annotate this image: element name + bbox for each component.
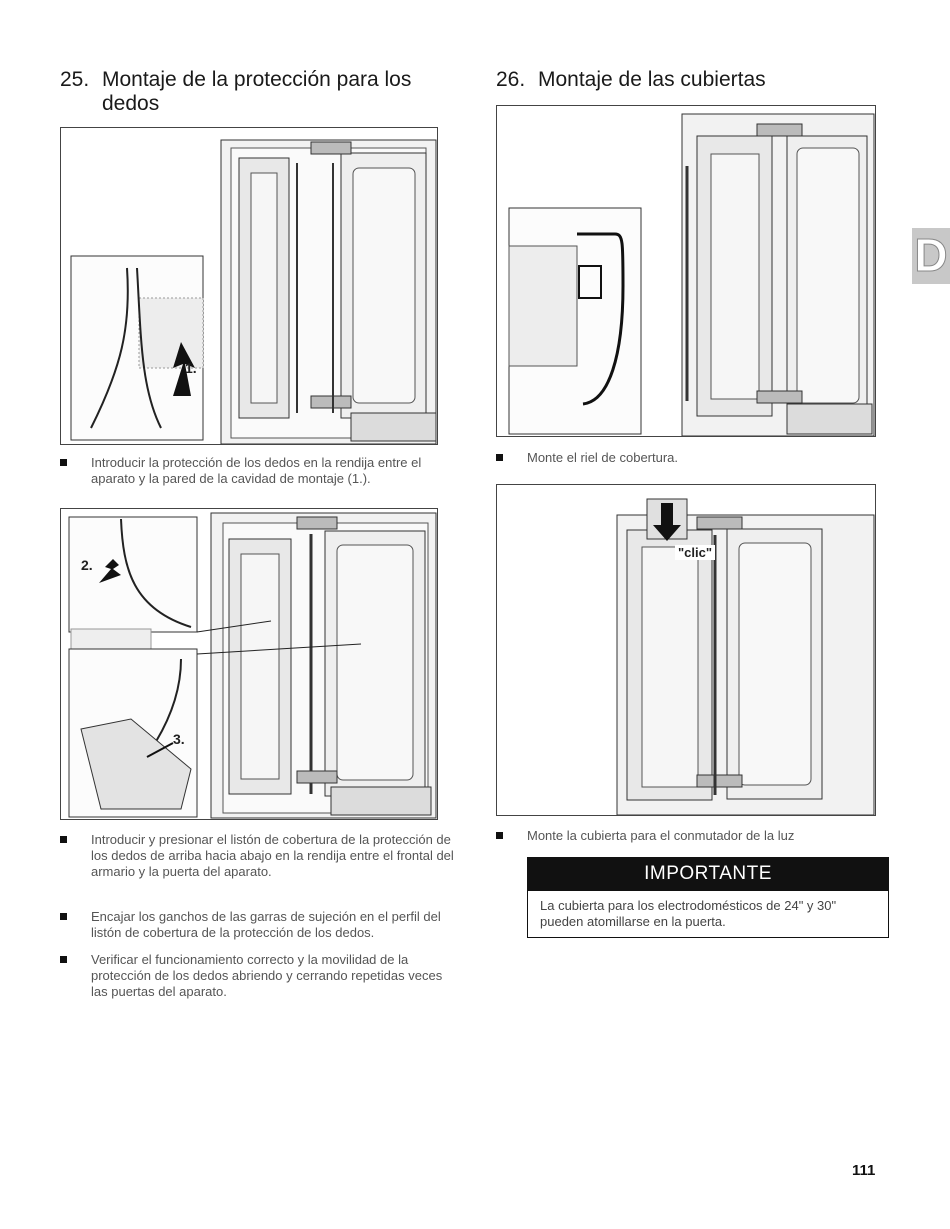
caption-cover-rail: Monte el riel de cobertura. bbox=[496, 450, 896, 466]
arrow-down-icon bbox=[653, 503, 681, 541]
section-26-number: 26. bbox=[496, 68, 526, 91]
section-25-title-line2: dedos bbox=[102, 92, 160, 115]
important-notice: IMPORTANTE La cubierta para los electrod… bbox=[527, 857, 889, 938]
section-26-title-text: Montaje de las cubiertas bbox=[538, 68, 766, 91]
bullet-square-icon bbox=[60, 459, 67, 466]
arrow-up-icon bbox=[173, 342, 195, 396]
figure-finger-guard-insert: 1. bbox=[60, 127, 438, 445]
bullet-square-icon bbox=[60, 913, 67, 920]
bullet-square-icon bbox=[496, 454, 503, 461]
figure-light-switch-cover: "clic" bbox=[496, 484, 876, 816]
caption-finger-guard: Introducir la protección de los dedos en… bbox=[60, 455, 460, 487]
arrow-down-icon bbox=[99, 559, 121, 583]
section-26-title: 26. Montaje de las cubiertas bbox=[496, 68, 896, 92]
important-heading: IMPORTANTE bbox=[527, 857, 889, 891]
bullet-square-icon bbox=[496, 832, 503, 839]
section-25-number: 25. bbox=[60, 68, 90, 91]
callout-2: 2. bbox=[81, 557, 93, 573]
figure-cover-strip-press: 2. 3. bbox=[60, 508, 438, 820]
figure-cover-rail bbox=[496, 105, 876, 437]
bullet-square-icon bbox=[60, 836, 67, 843]
click-label: "clic" bbox=[675, 545, 716, 560]
chapter-tab: D bbox=[912, 228, 950, 284]
list-item: Verificar el funcionamiento correcto y l… bbox=[60, 952, 460, 1000]
bullet-square-icon bbox=[60, 956, 67, 963]
section-25-title: 25. Montaje de la protección para los ded… bbox=[60, 68, 460, 116]
callout-3: 3. bbox=[173, 731, 185, 747]
list-item: Encajar los ganchos de las garras de suj… bbox=[60, 909, 460, 941]
callout-1: 1. bbox=[185, 360, 197, 376]
caption-light-switch-cover: Monte la cubierta para el conmutador de … bbox=[496, 828, 896, 844]
page-number: 111 bbox=[852, 1162, 876, 1179]
section-25-title-line1: Montaje de la protección para los bbox=[102, 68, 412, 91]
list-item: Introducir y presionar el listón de cobe… bbox=[60, 832, 460, 880]
important-text: La cubierta para los electrodomésticos d… bbox=[527, 891, 889, 938]
